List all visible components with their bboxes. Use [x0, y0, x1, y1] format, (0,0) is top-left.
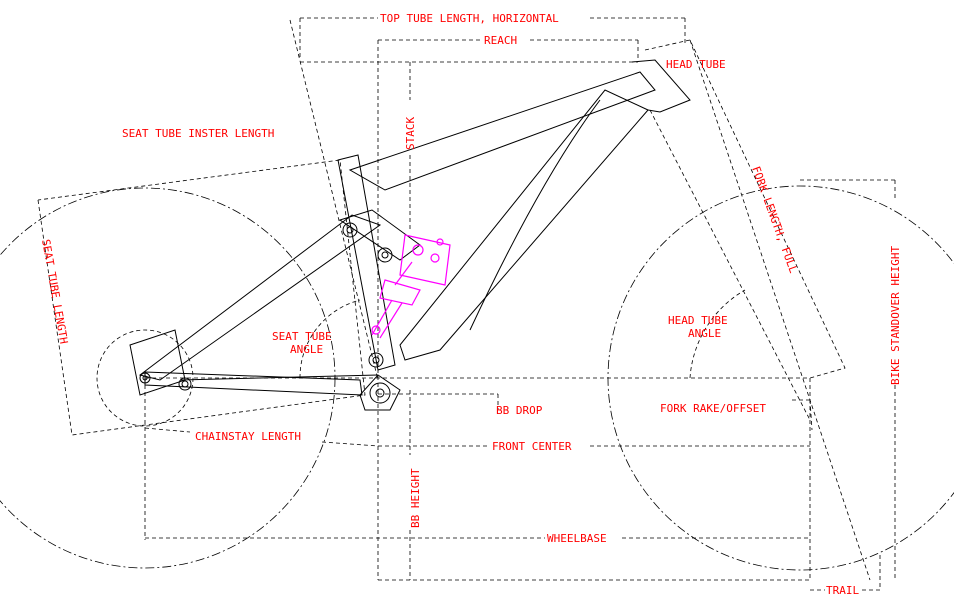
bb-drop-label: BB DROP [496, 404, 543, 417]
front-center-label: FRONT CENTER [492, 440, 572, 453]
wheelbase-label: WHEELBASE [547, 532, 607, 545]
rear-brake-rotor [96, 329, 194, 427]
bike-standover-label: BIKE STANDOVER HEIGHT [889, 246, 902, 385]
pivot-points [139, 222, 393, 404]
seat-tube-angle-label-1: SEAT TUBE [272, 330, 332, 343]
head-tube-angle-label-1: HEAD TUBE [668, 314, 728, 327]
seat-tube-insert-label: SEAT TUBE INSTER LENGTH [122, 127, 274, 140]
frame-outline [129, 59, 691, 411]
fork-rake-label: FORK RAKE/OFFSET [660, 402, 766, 415]
rear-shock [371, 234, 451, 339]
bb-height-label: BB HEIGHT [409, 468, 422, 528]
head-tube-angle-label-2: ANGLE [688, 327, 721, 340]
chainstay-length-label: CHAINSTAY LENGTH [195, 430, 301, 443]
trail-label: TRAIL [826, 584, 859, 597]
dimension-lines [37, 17, 896, 591]
seat-tube-angle-label-2: ANGLE [290, 343, 323, 356]
top-tube-length-label: TOP TUBE LENGTH, HORIZONTAL [380, 12, 559, 25]
reach-label: REACH [484, 34, 517, 47]
head-tube-label: HEAD TUBE [666, 58, 726, 71]
stack-label: STACK [404, 117, 417, 150]
